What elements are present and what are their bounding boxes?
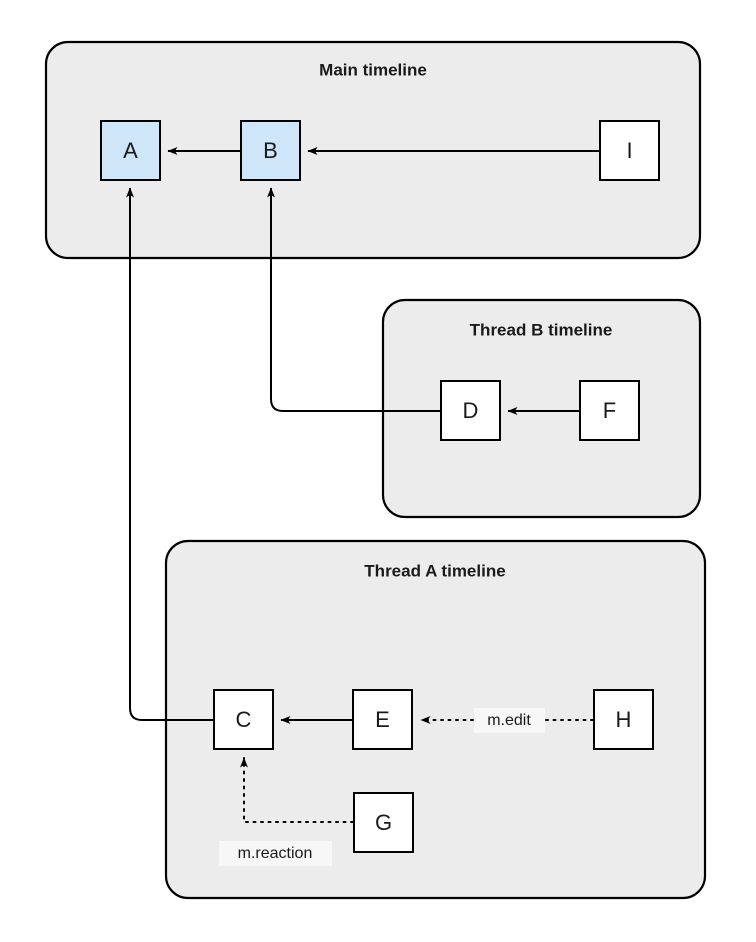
node-g-rect[interactable] (353, 792, 414, 853)
node-f-rect[interactable] (579, 380, 640, 441)
main-timeline-title: Main timeline (319, 60, 427, 79)
edge-g-to-c[interactable] (240, 757, 354, 823)
group-container-thread-b[interactable]: Thread B timeline (381, 298, 702, 519)
node-d[interactable]: D (440, 380, 501, 441)
node-c-label: C (236, 707, 252, 732)
m-reaction-label-background (219, 841, 332, 866)
thread-b-timeline-title: Thread B timeline (470, 320, 613, 339)
node-i-rect[interactable] (599, 120, 660, 181)
node-e[interactable]: E (352, 689, 413, 750)
node-h[interactable]: H (593, 689, 654, 750)
node-g-label: G (375, 810, 392, 835)
m-edit-label-background (474, 708, 545, 733)
node-f[interactable]: F (579, 380, 640, 441)
node-i[interactable]: I (599, 120, 660, 181)
node-a-label: A (123, 138, 138, 163)
m-edit-label-text: m.edit (487, 712, 531, 729)
node-i-label: I (626, 138, 632, 163)
node-a[interactable]: A (100, 120, 161, 181)
node-c[interactable]: C (213, 689, 274, 750)
node-b-rect[interactable] (240, 120, 301, 181)
node-c-rect[interactable] (213, 689, 274, 750)
node-e-label: E (375, 707, 390, 732)
node-d-rect[interactable] (440, 380, 501, 441)
edge-label-m-reaction: m.reaction (219, 841, 332, 866)
thread-a-timeline-title: Thread A timeline (364, 561, 505, 580)
m-reaction-label-text: m.reaction (238, 845, 313, 862)
node-d-label: D (463, 398, 479, 423)
node-f-label: F (603, 398, 616, 423)
thread-b-timeline-box[interactable] (381, 298, 702, 519)
node-h-rect[interactable] (593, 689, 654, 750)
edge-c-to-a[interactable] (126, 187, 213, 721)
node-e-rect[interactable] (352, 689, 413, 750)
node-h-label: H (616, 707, 632, 732)
node-b-label: B (263, 138, 278, 163)
edge-d-to-b[interactable] (267, 187, 440, 412)
edge-label-m-edit: m.edit (474, 708, 545, 733)
node-b[interactable]: B (240, 120, 301, 181)
node-g[interactable]: G (353, 792, 414, 853)
node-a-rect[interactable] (100, 120, 161, 181)
